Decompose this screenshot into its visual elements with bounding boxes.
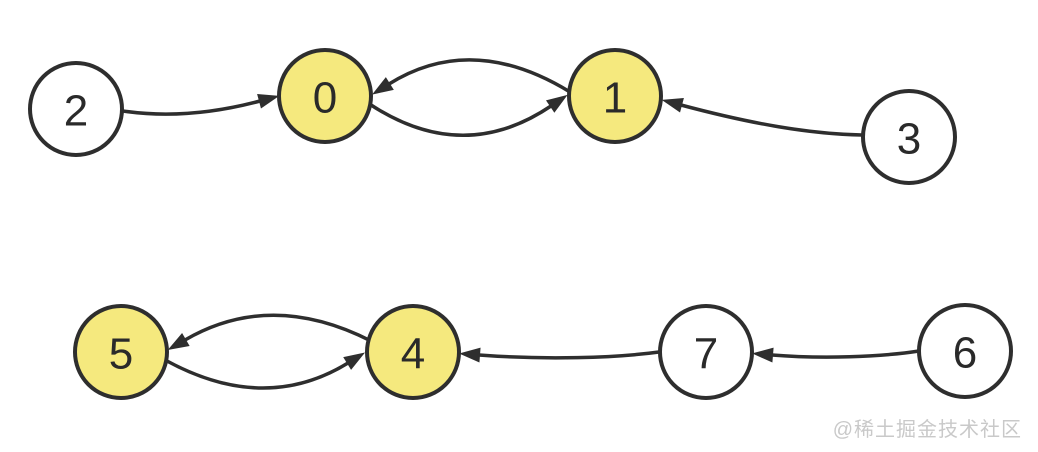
edge-3-to-1	[661, 98, 864, 137]
edge-4-to-5	[167, 313, 373, 351]
graph-node-1: 1	[567, 48, 663, 144]
graph-node-7: 7	[658, 304, 754, 400]
edge-2-to-0	[121, 94, 280, 116]
nodes-layer: 2 0 1 3 5 4 7 6	[28, 48, 1013, 400]
node-circle-4	[365, 304, 461, 400]
edge-1-to-0	[372, 58, 572, 95]
node-circle-7	[658, 304, 754, 400]
graph-node-5: 5	[73, 304, 169, 400]
node-label-5: 5	[109, 330, 133, 379]
graph-node-4: 4	[365, 304, 461, 400]
node-label-0: 0	[313, 74, 337, 123]
graph-node-0: 0	[277, 48, 373, 144]
node-label-2: 2	[64, 87, 88, 136]
node-label-3: 3	[897, 115, 921, 164]
graph-node-6: 6	[917, 303, 1013, 399]
node-circle-5	[73, 304, 169, 400]
node-label-4: 4	[401, 330, 425, 379]
edges-layer	[121, 58, 921, 390]
node-circle-6	[917, 303, 1013, 399]
graph-node-2: 2	[28, 61, 124, 157]
node-label-7: 7	[694, 330, 718, 379]
node-label-6: 6	[953, 329, 977, 378]
edge-5-to-4	[165, 352, 366, 390]
edge-6-to-7	[752, 347, 921, 363]
node-circle-0	[277, 48, 373, 144]
graph-node-3: 3	[861, 89, 957, 185]
node-circle-3	[861, 89, 957, 185]
edge-7-to-4	[459, 347, 661, 363]
watermark: @稀土掘金技术社区	[832, 419, 1022, 441]
node-circle-1	[567, 48, 663, 144]
node-circle-2	[28, 61, 124, 157]
edge-0-to-1	[366, 94, 568, 137]
node-label-1: 1	[603, 74, 627, 123]
